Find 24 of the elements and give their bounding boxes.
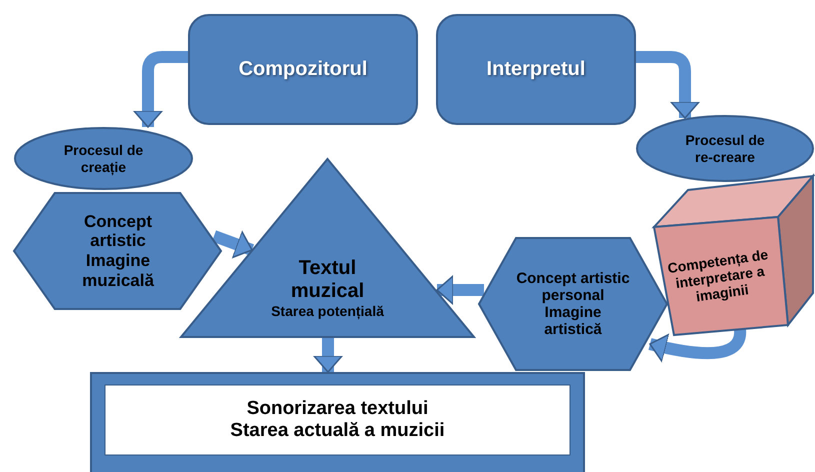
node-label: Compozitorul [238, 58, 368, 81]
block-arrow [313, 338, 343, 373]
node-label: Concept artistic [83, 212, 153, 251]
block-arrow [648, 328, 746, 362]
actor-box [436, 14, 636, 125]
node-label: Sonorizarea textului [246, 398, 428, 420]
node-sublabel: Imagine muzicală [81, 251, 155, 290]
node-label: Procesul de creație [62, 142, 144, 175]
block-arrow [212, 230, 254, 258]
actor-box [188, 14, 418, 125]
concept-hexagon [13, 192, 222, 310]
node-label: Interpretul [486, 58, 586, 81]
process-ellipse [636, 115, 814, 182]
concept-hexagon [478, 237, 668, 371]
block-arrow [436, 275, 484, 305]
node-label: Competența de interpretare a imaginii [666, 246, 770, 306]
process-ellipse [14, 127, 193, 190]
node-label: Procesul de re-creare [684, 132, 766, 165]
node-label: Textul muzical [290, 256, 366, 303]
node-sublabel: Starea potențială [271, 302, 384, 320]
node-sublabel: Imagine artistică [543, 304, 603, 338]
node-sublabel: Starea actuală a muzicii [230, 420, 445, 442]
result-frame [90, 372, 585, 472]
node-label: Concept artistic personal [516, 270, 630, 304]
